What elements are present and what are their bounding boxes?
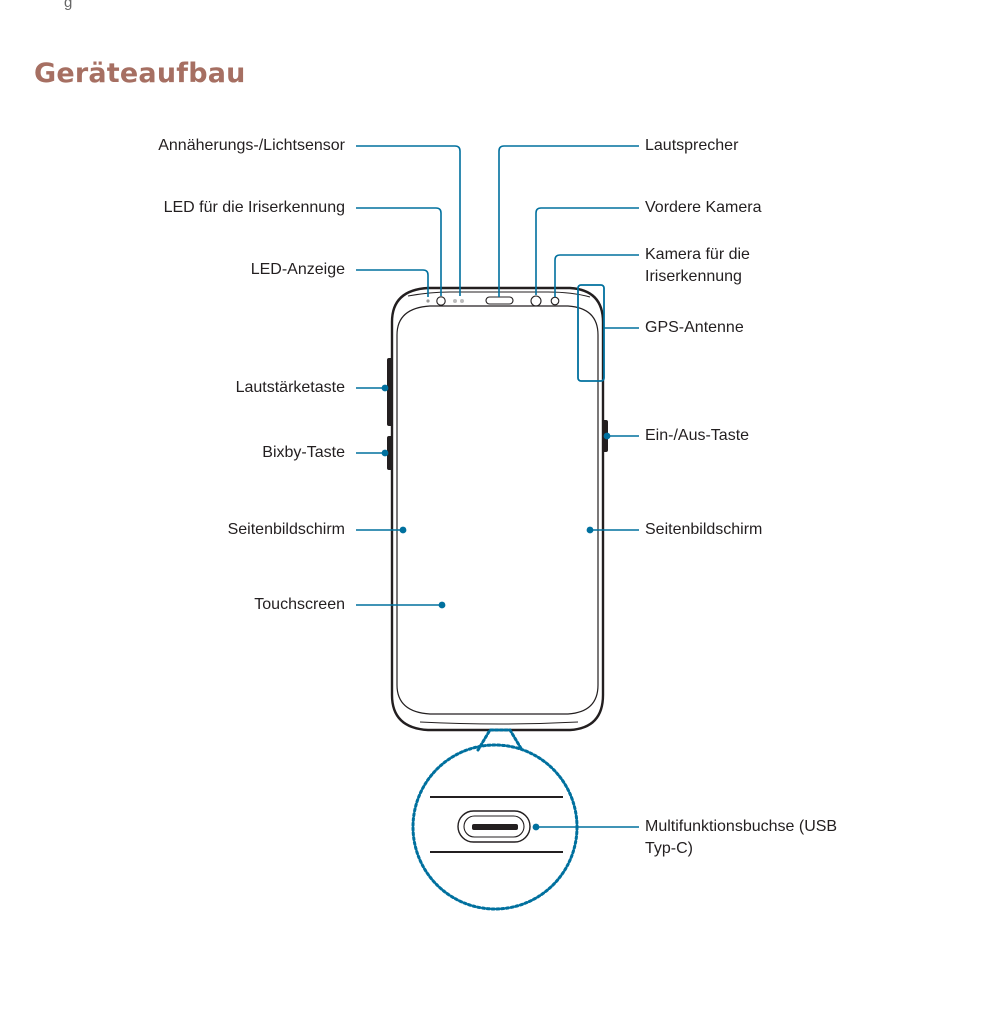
gps-antenna-highlight [577, 284, 605, 382]
front-camera-shape [530, 295, 542, 307]
page-title: Geräteaufbau [34, 58, 246, 89]
usb-port-inner [463, 815, 525, 838]
label-speaker: Lautsprecher [645, 137, 739, 154]
callout-dots [381, 384, 611, 831]
bixby-key-shape [387, 436, 393, 470]
callout-line-proximity [356, 145, 461, 296]
screen-outline [396, 305, 599, 715]
label-proximity-sensor: Annäherungs-/Lichtsensor [158, 137, 345, 154]
sensor-dot-1 [453, 299, 457, 303]
callout-line-speaker [498, 145, 639, 297]
iris-camera-shape [550, 296, 560, 306]
dot-usb [532, 823, 540, 831]
label-power-key: Ein-/Aus-Taste [645, 427, 750, 444]
speaker-grille [485, 296, 514, 305]
label-edge-screen-right: Seitenbildschirm [645, 521, 763, 538]
usb-zoom-content [430, 796, 563, 853]
label-gps-antenna: GPS-Antenne [645, 319, 744, 336]
callout-line-front-camera [535, 207, 639, 295]
dot-touchscreen [438, 601, 446, 609]
dot-volume [381, 384, 389, 392]
zoom-connector [476, 728, 524, 752]
phone-body-outline [390, 286, 605, 732]
zoom-circle [411, 743, 579, 911]
led-indicator-shape [426, 299, 430, 303]
label-edge-screen-left: Seitenbildschirm [227, 521, 345, 538]
label-touchscreen: Touchscreen [254, 596, 345, 613]
dot-edge-left [399, 526, 407, 534]
callout-line-iris-led [356, 207, 442, 296]
usb-port-tongue [472, 824, 518, 830]
label-bixby-key: Bixby-Taste [262, 444, 345, 461]
sensor-dot-2 [460, 299, 464, 303]
header-fragment: g [64, 0, 73, 11]
callout-line-iris-camera [554, 254, 639, 297]
label-volume-key: Lautstärketaste [235, 379, 345, 396]
phone-illustration [387, 286, 608, 732]
label-front-camera: Vordere Kamera [645, 199, 762, 216]
callout-lines [356, 145, 639, 828]
label-led-indicator: LED-Anzeige [250, 261, 345, 278]
dot-bixby [381, 449, 389, 457]
label-iris-led: LED für die Iriserkennung [163, 199, 345, 216]
callout-line-led [356, 269, 429, 297]
phone-bottom-edge [419, 721, 579, 725]
dot-power [603, 432, 611, 440]
dot-edge-right [586, 526, 594, 534]
volume-key-shape [387, 358, 393, 426]
usb-zoom-callout [411, 728, 579, 911]
label-usb-port: Multifunktionsbuchse (USB Typ-C) [645, 818, 838, 857]
iris-led-shape [436, 296, 446, 306]
label-iris-camera: Kamera für die Iriserkennung [645, 246, 750, 285]
